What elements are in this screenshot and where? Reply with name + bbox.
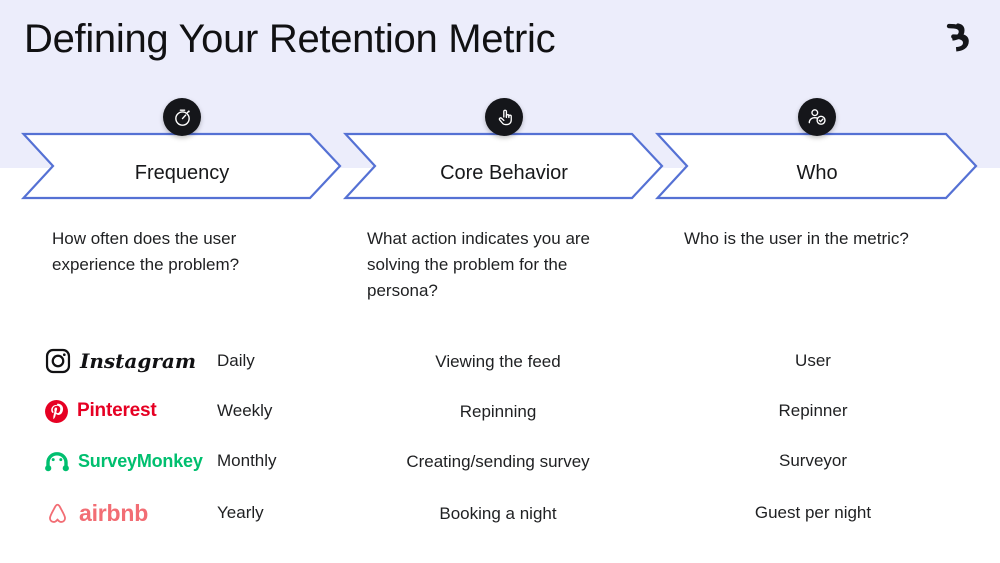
reforge-r-logo-icon	[940, 18, 978, 56]
step-description-core-behavior: What action indicates you are solving th…	[367, 229, 591, 300]
pinterest-p-icon	[45, 399, 68, 423]
chevron-step-core-behavior[interactable]: Core Behavior	[342, 98, 664, 200]
surveymonkey-monkey-icon	[45, 452, 69, 472]
table-row: Instagram Daily Viewing the feed User	[0, 336, 1000, 386]
stopwatch-icon	[163, 98, 201, 136]
user-verified-icon	[798, 98, 836, 136]
who-value: Repinner	[778, 401, 848, 420]
page-title: Defining Your Retention Metric	[24, 17, 556, 61]
who-value: Guest per night	[754, 503, 872, 522]
brand-wordmark: Instagram	[80, 349, 196, 373]
table-row: airbnb Yearly Booking a night Guest per …	[0, 488, 1000, 538]
step-description-frequency: How often does the user experience the p…	[52, 229, 240, 274]
core-behavior-value: Repinning	[459, 401, 537, 421]
brand-wordmark: Pinterest	[77, 400, 157, 421]
table-row: SurveyMonkey Monthly Creating/sending su…	[0, 436, 1000, 486]
frequency-value: Weekly	[217, 401, 273, 420]
brand-logo-instagram: Instagram	[44, 336, 196, 386]
frequency-value: Daily	[217, 351, 255, 370]
brand-logo-airbnb: airbnb	[44, 488, 148, 538]
core-behavior-value: Creating/sending survey	[406, 451, 590, 471]
step-description-who: Who is the user in the metric?	[684, 229, 909, 248]
chevron-step-frequency[interactable]: Frequency	[20, 98, 342, 200]
core-behavior-value: Booking a night	[439, 503, 557, 523]
pointing-hand-click-icon	[485, 98, 523, 136]
brand-wordmark: SurveyMonkey	[78, 450, 203, 471]
table-row: Pinterest Weekly Repinning Repinner	[0, 386, 1000, 436]
frequency-value: Monthly	[217, 451, 277, 470]
brand-logo-pinterest: Pinterest	[44, 386, 157, 436]
airbnb-belo-icon	[49, 503, 66, 523]
chevron-step-who[interactable]: Who	[654, 98, 978, 200]
brand-wordmark: airbnb	[79, 499, 149, 526]
frequency-value: Yearly	[217, 503, 264, 522]
core-behavior-value: Viewing the feed	[435, 351, 561, 371]
process-chevron-row: Frequency Core Behavior Who	[0, 98, 1000, 202]
instagram-camera-icon	[45, 348, 71, 374]
who-value: Surveyor	[778, 451, 848, 470]
who-value: User	[795, 351, 831, 370]
brand-logo-surveymonkey: SurveyMonkey	[44, 436, 203, 486]
